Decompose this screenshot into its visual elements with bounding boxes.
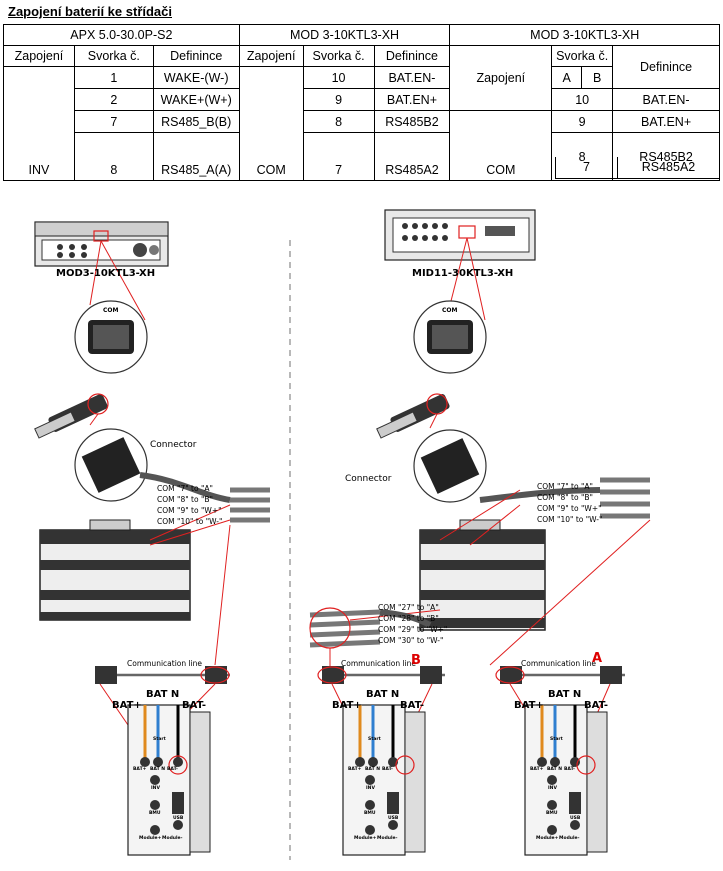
- table-cell: 8: [73, 132, 154, 181]
- module1-module-plus: Module+: [139, 836, 162, 841]
- marker-b: B: [411, 653, 421, 668]
- table-cell: BAT.EN-: [612, 88, 720, 111]
- right-inverter-drawing: [384, 209, 536, 261]
- left-inverter-drawing: [34, 221, 169, 267]
- module2-usb-label: USB: [388, 816, 399, 821]
- mod2-last-row: 7 RS485A2: [555, 157, 720, 179]
- left-connector-label: Connector: [150, 440, 197, 450]
- left-pin-label-7: COM "7" to "A": [157, 484, 213, 493]
- module2-bat-n-label: BAT N: [366, 689, 400, 700]
- battery-module-3: [524, 704, 608, 856]
- left-plug-drawing: [34, 393, 109, 439]
- header-definice: Definince: [373, 45, 451, 67]
- battery-module-1: [127, 704, 211, 856]
- table-cell: RS485_A(A): [152, 132, 240, 181]
- right-com-label: COM: [442, 307, 458, 314]
- left-comm-line-label: Communication line: [127, 659, 203, 668]
- module3-batn-label: BAT N: [547, 767, 562, 772]
- header-b: B: [581, 66, 614, 89]
- left-terminal-block: [39, 519, 191, 621]
- right-plug-drawing: [376, 393, 450, 439]
- module1-batplus-label: BAT+: [133, 767, 147, 772]
- mod2-zapojeni: COM: [449, 110, 553, 181]
- right-pin-label-7: COM "7" to "A": [537, 482, 593, 491]
- right-pin-label-10: COM "10" to "W-": [537, 515, 603, 524]
- module1-batminus-label: BAT-: [167, 767, 178, 772]
- left-pin-label-9: COM "9" to "W+": [157, 506, 222, 515]
- right-pin-label-28: COM "28" to "B": [378, 614, 439, 623]
- right-pin-label-29: COM "29" to "W+": [378, 625, 448, 634]
- module2-module-plus: Module+: [354, 836, 377, 841]
- header-definice: Definince: [152, 45, 240, 67]
- right-terminal-block: [419, 519, 546, 631]
- table-cell: WAKE-(W-): [152, 66, 240, 89]
- module3-module-plus: Module+: [536, 836, 559, 841]
- header-zapojeni: Zapojení: [449, 45, 553, 111]
- module1-bat-minus-label: BAT-: [182, 700, 207, 711]
- right-comm-line-label-b: Communication line: [341, 659, 417, 668]
- module2-batminus-label: BAT-: [382, 767, 393, 772]
- module2-inv-label: INV: [366, 786, 375, 791]
- module2-start-label: Start: [368, 737, 381, 742]
- battery-module-2: [342, 704, 426, 856]
- module1-inv-label: INV: [151, 786, 160, 791]
- module3-batminus-label: BAT-: [564, 767, 575, 772]
- table-cell: RS485A2: [373, 132, 451, 181]
- right-pin-label-30: COM "30" to "W-": [378, 636, 444, 645]
- module2-batn-label: BAT N: [365, 767, 380, 772]
- right-connector-label: Connector: [345, 474, 392, 484]
- module3-batplus-label: BAT+: [530, 767, 544, 772]
- table-cell: RS485B2: [612, 132, 720, 181]
- table-cell: 8: [551, 132, 614, 181]
- right-pin-label-8: COM "8" to "B": [537, 493, 594, 502]
- module2-module-minus: Module-: [377, 836, 398, 841]
- module2-bmu-label: BMU: [364, 811, 376, 816]
- module3-bat-minus-label: BAT-: [584, 700, 609, 711]
- module1-bat-plus-label: BAT+: [112, 700, 142, 711]
- module1-module-minus: Module-: [162, 836, 183, 841]
- left-pin-label-8: COM "8" to "B": [157, 495, 214, 504]
- group-mod-1: MOD 3-10KTL3-XH: [238, 24, 451, 46]
- module3-module-minus: Module-: [559, 836, 580, 841]
- module1-bmu-label: BMU: [149, 811, 161, 816]
- module2-bat-minus-label: BAT-: [400, 700, 425, 711]
- module3-bmu-label: BMU: [546, 811, 558, 816]
- right-model-label: MID11-30KTL3-XH: [412, 268, 514, 279]
- module1-bat-n-label: BAT N: [146, 689, 180, 700]
- module3-bat-plus-label: BAT+: [514, 700, 544, 711]
- right-pin-label-9: COM "9" to "W+": [537, 504, 602, 513]
- table-cell: 7: [302, 132, 375, 181]
- module3-start-label: Start: [550, 737, 563, 742]
- right-comm-line-label-a: Communication line: [521, 659, 597, 668]
- module2-batplus-label: BAT+: [348, 767, 362, 772]
- header-definice: Definince: [612, 45, 720, 89]
- mod1-zapojeni: COM: [238, 66, 304, 181]
- module1-usb-label: USB: [173, 816, 184, 821]
- table-cell: RS485A2: [641, 160, 696, 174]
- module1-batn-label: BAT N: [150, 767, 165, 772]
- module3-inv-label: INV: [548, 786, 557, 791]
- header-svorka: Svorka č.: [302, 45, 375, 67]
- module3-usb-label: USB: [570, 816, 581, 821]
- right-pin-label-27: COM "27" to "A": [378, 603, 439, 612]
- left-model-label: MOD3-10KTL3-XH: [56, 268, 156, 279]
- page-title: Zapojení baterií ke střídači: [8, 4, 172, 19]
- wiring-table: APX 5.0-30.0P-S2 MOD 3-10KTL3-XH MOD 3-1…: [3, 24, 720, 181]
- left-com-label: COM: [103, 307, 119, 314]
- module2-bat-plus-label: BAT+: [332, 700, 362, 711]
- module1-start-label: Start: [153, 737, 166, 742]
- apx-zapojeni: INV: [3, 66, 75, 181]
- table-cell: 7: [556, 157, 618, 178]
- left-pin-label-10: COM "10" to "W-": [157, 517, 223, 526]
- module3-bat-n-label: BAT N: [548, 689, 582, 700]
- marker-a: A: [592, 651, 603, 666]
